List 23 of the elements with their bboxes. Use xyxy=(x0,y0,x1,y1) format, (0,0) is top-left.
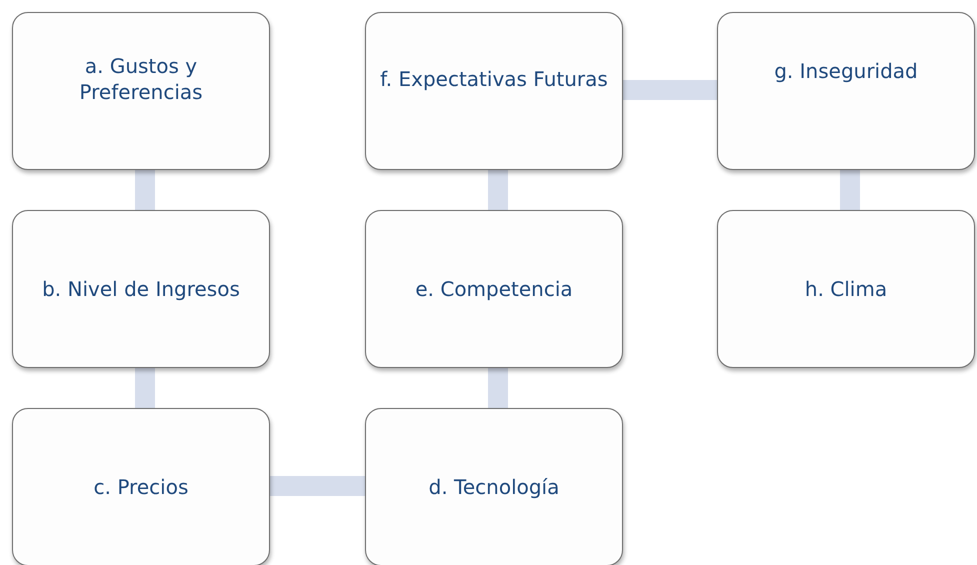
process-box xyxy=(12,12,270,170)
connector-bar xyxy=(488,368,508,408)
connector-bar xyxy=(270,476,365,496)
box-label: a. Gustos y Preferencias xyxy=(78,53,204,105)
process-box xyxy=(365,408,623,565)
process-box xyxy=(12,210,270,368)
process-box xyxy=(717,210,975,368)
box-label: g. Inseguridad xyxy=(774,58,918,84)
process-box xyxy=(12,408,270,565)
box-label: e. Competencia xyxy=(415,276,573,302)
box-label: h. Clima xyxy=(804,276,888,302)
box-label: c. Precios xyxy=(94,474,188,500)
process-box xyxy=(365,12,623,170)
connector-bar xyxy=(623,80,717,100)
process-box xyxy=(717,12,975,170)
box-label: f. Expectativas Futuras xyxy=(380,66,608,92)
box-label: d. Tecnología xyxy=(428,474,560,500)
connector-bar xyxy=(135,170,155,210)
connector-bar xyxy=(488,170,508,210)
process-box xyxy=(365,210,623,368)
connector-bar xyxy=(840,170,860,210)
box-label: b. Nivel de Ingresos xyxy=(42,276,240,302)
connector-bar xyxy=(135,368,155,408)
